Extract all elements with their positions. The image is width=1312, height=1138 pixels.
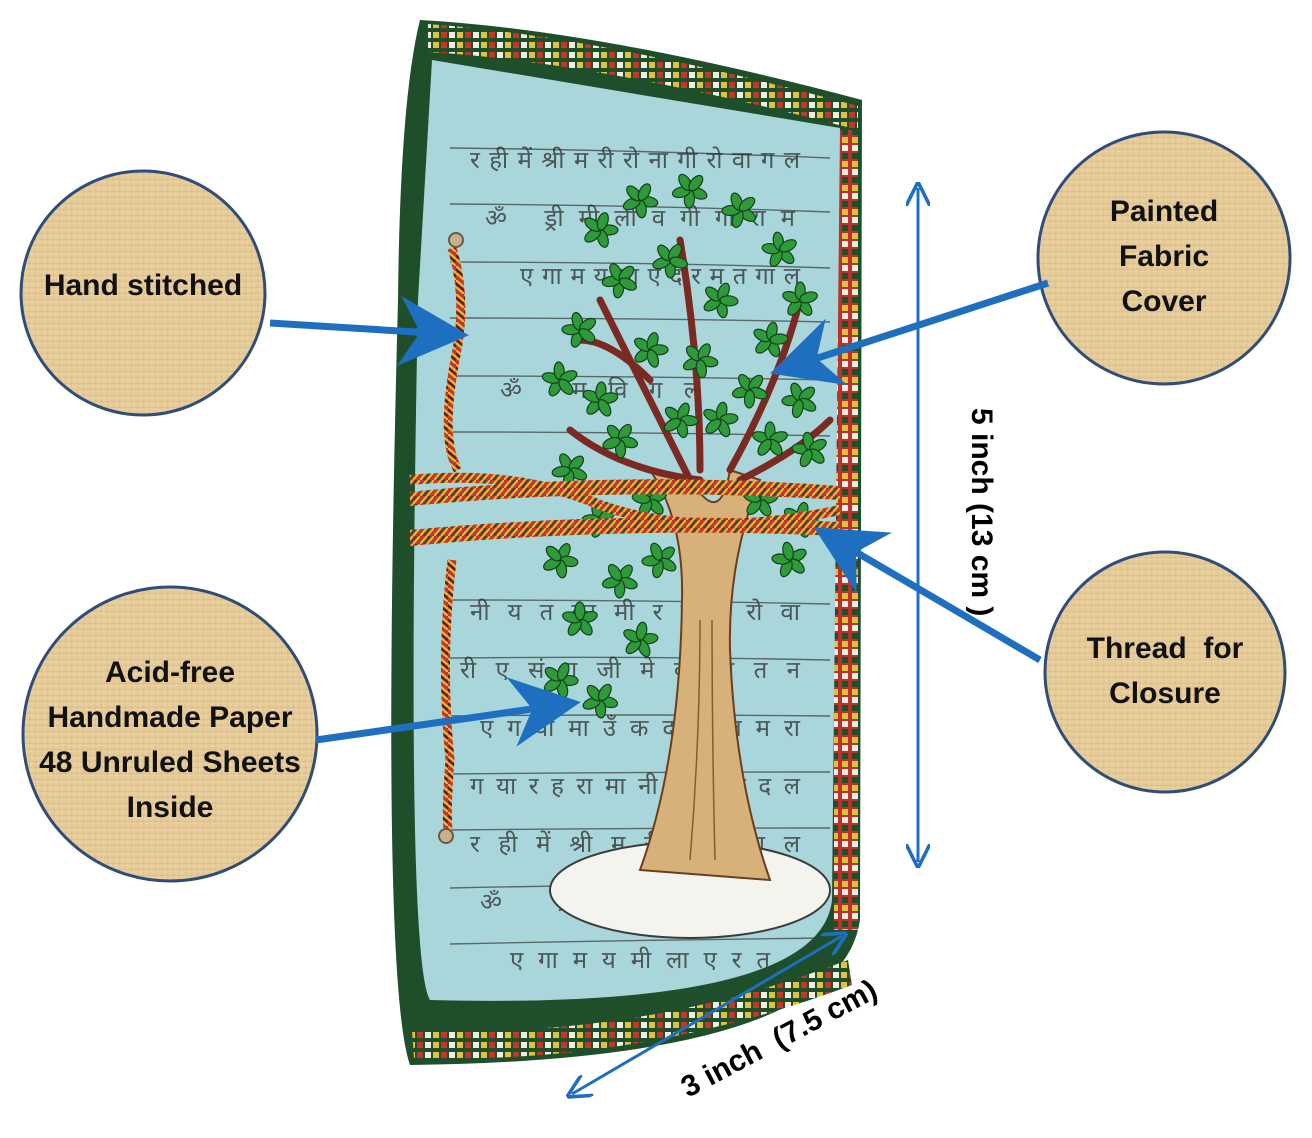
leaf-cluster — [782, 281, 818, 316]
leaf-cluster — [671, 173, 708, 209]
stitch-band-bottom — [412, 960, 852, 1059]
leaf-cluster — [582, 683, 619, 719]
leaf-cluster — [584, 212, 619, 248]
leaf-cluster — [761, 231, 797, 268]
leaf-cluster — [623, 621, 659, 658]
leaf-cluster — [601, 263, 637, 299]
tree-trunk — [638, 468, 772, 882]
leaf-cluster — [582, 381, 619, 417]
spine-stitching-lower — [440, 559, 457, 831]
trunk-grain — [689, 619, 716, 861]
pointer-arrows — [269, 279, 1050, 747]
callout-acid-free-line2: Handmade Paper — [47, 701, 292, 734]
leaf-cluster — [652, 243, 689, 279]
callout-acid-free-line3: 48 Unruled Sheets — [39, 746, 301, 779]
leaf-cluster — [791, 431, 827, 468]
leaf-cluster — [551, 453, 588, 489]
stitch-hole — [438, 828, 454, 844]
callout-painted-cover-line2: Fabric — [1119, 240, 1209, 273]
callout-painted-cover-line1: Painted — [1110, 195, 1218, 228]
leaf-cluster — [634, 332, 669, 368]
stitch-hole — [448, 232, 464, 248]
leaf-cluster — [561, 311, 597, 348]
callout-thread-closure: Thread for Closure — [1043, 550, 1287, 794]
leaf-cluster — [622, 183, 659, 219]
leaf-cluster — [771, 541, 807, 578]
leaf-cluster — [562, 601, 598, 636]
pointer-arrow-icon — [813, 527, 1042, 664]
svg-text:रहीमेंश्रीमरीरोनागीरोवागल: रहीमेंश्रीमरीरोनागीरोवागल — [470, 146, 801, 174]
stitch-band-top — [428, 24, 858, 130]
leaf-cluster — [721, 192, 757, 229]
leaf-cluster — [541, 361, 578, 397]
pointer-arrow-icon — [315, 677, 581, 747]
leaf-cluster — [601, 563, 638, 599]
callout-painted-cover: Painted Fabric Cover — [1036, 130, 1292, 386]
width-double-headed-arrow-icon — [572, 936, 842, 1094]
leaf-cluster — [543, 543, 579, 579]
callout-painted-cover-line3: Cover — [1121, 285, 1206, 318]
leaf-cluster — [731, 373, 768, 409]
leaf-cluster — [682, 343, 719, 379]
callout-hand-stitched: Hand stitched — [19, 169, 267, 417]
pointer-arrow-icon — [269, 296, 469, 366]
closure-cord-front — [409, 472, 842, 529]
callout-thread-closure-line1: Thread for — [1087, 632, 1244, 665]
leaf-cluster — [663, 402, 699, 439]
leaf-cluster — [703, 282, 739, 319]
callout-thread-closure-line2: Closure — [1109, 677, 1221, 710]
leaf-cluster — [703, 401, 739, 438]
tree-foliage — [541, 173, 827, 719]
leaf-cluster — [781, 382, 817, 419]
callout-acid-free-line1: Acid-free — [105, 656, 235, 689]
callout-acid-free-line4: Inside — [127, 791, 214, 824]
leaf-cluster — [641, 542, 677, 579]
svg-text:एगामयमीलाएरत: एगामयमीलाएरत — [510, 946, 771, 974]
callout-hand-stitched-line: Hand stitched — [44, 269, 242, 302]
notebook-illustration: रहीमेंश्रीमरीरोनागीरोवागल ॐ ड्रीमीलीवगीग… — [391, 20, 862, 1065]
callout-acid-free-paper: Acid-free Handmade Paper 48 Unruled Shee… — [21, 585, 319, 883]
height-dimension-label: 5 inch (13 cm ) — [965, 408, 998, 616]
dimension-arrows — [572, 188, 918, 1094]
leaf-cluster — [602, 423, 639, 459]
leaf-cluster — [752, 421, 788, 456]
